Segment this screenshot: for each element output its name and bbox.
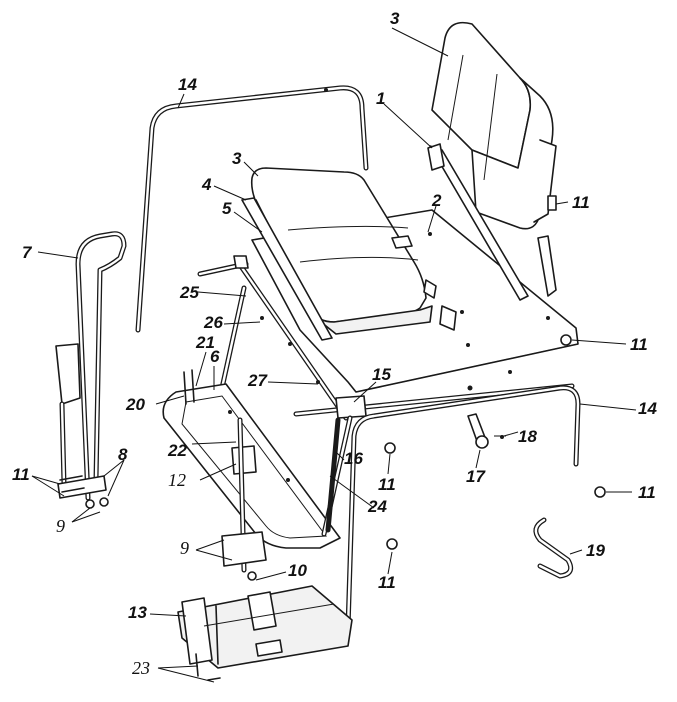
callout-7: 7 bbox=[22, 243, 33, 262]
callout-23: 23 bbox=[132, 658, 150, 678]
callout-6: 6 bbox=[210, 347, 220, 366]
callout-26: 26 bbox=[203, 313, 223, 332]
callout-8: 8 bbox=[118, 445, 128, 464]
callout-10: 10 bbox=[288, 561, 307, 580]
callout-3-lower: 3 bbox=[232, 149, 242, 168]
callout-18: 18 bbox=[518, 427, 537, 446]
base-mount bbox=[177, 585, 353, 669]
callout-11-right: 11 bbox=[630, 335, 648, 354]
callout-16: 16 bbox=[344, 449, 363, 468]
callout-11-top: 11 bbox=[572, 193, 590, 212]
seat-cushion-base-strips bbox=[241, 197, 457, 341]
seat-back-cushion bbox=[431, 21, 557, 230]
pin-and-clip bbox=[467, 413, 519, 449]
mount-bracket bbox=[221, 531, 267, 581]
callout-19: 19 bbox=[586, 541, 605, 560]
callout-2: 2 bbox=[431, 191, 442, 210]
callout-1: 1 bbox=[376, 89, 385, 108]
callout-12: 12 bbox=[168, 470, 186, 490]
callout-27: 27 bbox=[247, 371, 268, 390]
roll-bar-lower bbox=[345, 385, 581, 631]
leader-lines bbox=[31, 27, 637, 683]
callout-24: 24 bbox=[367, 497, 387, 516]
callout-13: 13 bbox=[128, 603, 147, 622]
callout-21: 21 bbox=[195, 333, 215, 352]
seat-frame bbox=[197, 255, 349, 421]
callout-5: 5 bbox=[222, 199, 232, 218]
callout-3-upper: 3 bbox=[390, 9, 400, 28]
callout-14-upper: 14 bbox=[178, 75, 197, 94]
callout-25: 25 bbox=[179, 283, 199, 302]
callout-9-center: 9 bbox=[180, 538, 189, 558]
callout-15: 15 bbox=[372, 365, 391, 384]
callout-20: 20 bbox=[125, 395, 145, 414]
callout-labels: 3 14 1 3 4 5 2 11 7 25 26 11 21 6 27 15 … bbox=[12, 9, 657, 678]
spring-clip bbox=[533, 517, 574, 579]
callout-11-lower: 11 bbox=[378, 573, 396, 592]
callout-22: 22 bbox=[167, 441, 187, 460]
callout-4: 4 bbox=[201, 175, 212, 194]
roll-bar-upper bbox=[135, 85, 369, 333]
callout-11-mid: 11 bbox=[378, 475, 396, 494]
seat-back-frame bbox=[427, 143, 557, 301]
callout-11-left: 11 bbox=[12, 465, 30, 484]
grab-handle bbox=[55, 231, 127, 501]
callout-14-lower: 14 bbox=[638, 399, 657, 418]
callout-9-left: 9 bbox=[56, 516, 65, 536]
fasteners bbox=[59, 195, 606, 681]
callout-17: 17 bbox=[466, 467, 486, 486]
callout-11-far-right: 11 bbox=[638, 483, 656, 502]
